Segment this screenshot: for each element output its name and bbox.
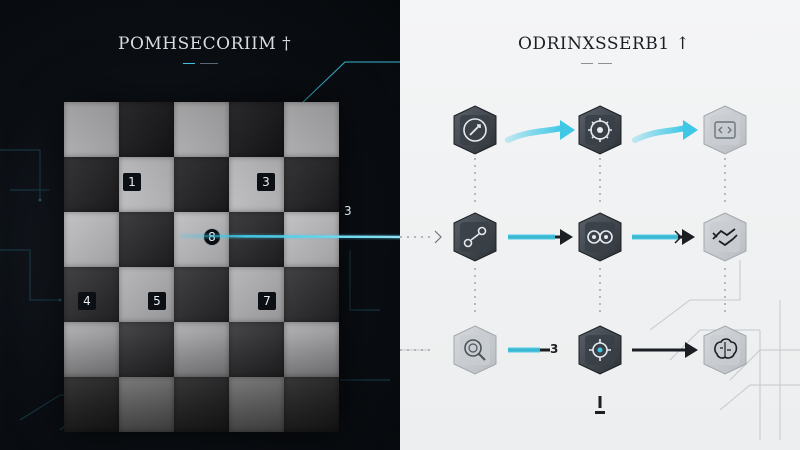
right-circuit-lines (400, 158, 800, 440)
brain-circuit-icon (714, 338, 738, 359)
flow-step-label-3: 3 (550, 342, 559, 356)
flow-node[interactable] (574, 324, 626, 376)
board-badge-5: 5 (148, 292, 166, 310)
left-panel-title: POMHSECORIIM † (118, 34, 292, 54)
flow-arrows (434, 120, 698, 358)
gear-brain-icon (588, 118, 612, 142)
compass-icon (463, 118, 487, 142)
board-edge-glow (64, 102, 339, 432)
left-title-underline (183, 63, 195, 64)
board-badge-3: 3 (257, 173, 275, 191)
code-icon (714, 121, 736, 139)
connector-beam (179, 233, 400, 240)
flow-node[interactable] (699, 211, 751, 263)
flow-node[interactable] (449, 211, 501, 263)
board-badge-1: 1 (123, 173, 141, 191)
link-node-icon (463, 226, 487, 248)
right-title-underline-2 (598, 63, 612, 64)
right-panel-title: ODRINXSSERB1 ↑ (518, 34, 691, 54)
magnifier-icon (464, 339, 486, 361)
flow-node[interactable] (699, 104, 751, 156)
handshake-icon (712, 228, 738, 247)
board-badge-4: 4 (78, 292, 96, 310)
right-title-underline (581, 63, 593, 64)
flow-node[interactable] (449, 104, 501, 156)
linked-gears-icon (587, 230, 613, 244)
flow-node[interactable] (699, 324, 751, 376)
gear-spark-icon (589, 339, 611, 361)
float-label-3: 3 (344, 204, 352, 218)
flow-node[interactable] (574, 211, 626, 263)
left-title-underline-2 (200, 63, 218, 64)
right-panel: ODRINXSSERB1 ↑ (400, 0, 800, 450)
flow-node[interactable] (574, 104, 626, 156)
board-badge-7: 7 (258, 292, 276, 310)
left-panel: POMHSECORIIM † 1 3 8 4 5 7 3 (0, 0, 400, 450)
flow-node[interactable] (449, 324, 501, 376)
